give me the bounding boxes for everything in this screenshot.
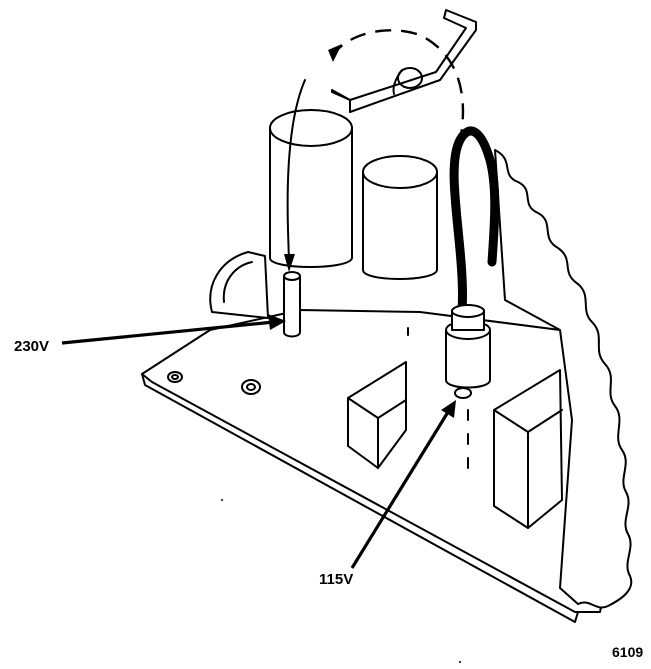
- disc-component: [209, 251, 269, 319]
- figure-number: 6109: [612, 644, 643, 660]
- label-115v: 115V: [319, 571, 353, 588]
- cutaway-edge: [494, 149, 633, 609]
- transformer-bracket: [331, 9, 477, 113]
- label-230v: 230V: [14, 338, 49, 355]
- capacitor-large: [269, 109, 353, 268]
- jumper-move-arrow: [284, 29, 465, 272]
- callout-230v: [61, 314, 286, 345]
- capacitor-small: [362, 155, 438, 280]
- arrow-head: [284, 254, 295, 272]
- jumper-wire: [449, 126, 500, 317]
- callout-115v: [350, 400, 456, 569]
- rect-component-left: [347, 361, 407, 469]
- arrow-head: [441, 400, 456, 418]
- terminal-pin-230v: [283, 271, 301, 338]
- mounting-hole: [241, 379, 261, 395]
- mounting-hole: [167, 371, 183, 383]
- arrow-head: [328, 44, 342, 62]
- arrow-head: [268, 314, 286, 330]
- jumper-connector: [445, 304, 491, 399]
- rect-component-right: [493, 369, 563, 529]
